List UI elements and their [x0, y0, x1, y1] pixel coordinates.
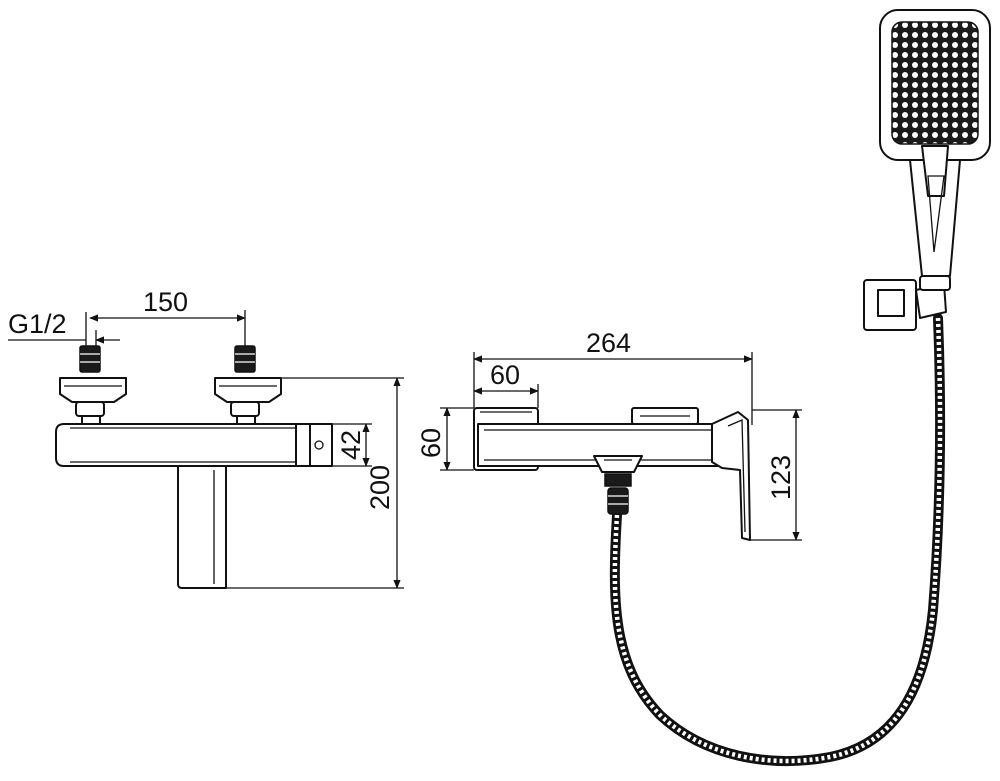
thread-dimension: G1/2 [8, 309, 120, 346]
spout-stem [177, 465, 227, 589]
mixer-body [55, 423, 333, 467]
total-length-label: 264 [586, 328, 631, 358]
front-view: G1/2 150 42 200 [8, 287, 404, 589]
total-length-dimension: 264 [473, 328, 753, 425]
total-height-dimension: 200 [226, 377, 404, 589]
lever-handle [711, 411, 751, 541]
total-height-label: 200 [365, 465, 395, 510]
hose-outlet [593, 455, 643, 515]
side-view: 264 60 60 123 [416, 9, 991, 766]
thread-label: G1/2 [8, 309, 67, 339]
hot-inlet-fitting [59, 345, 127, 427]
body-height-label: 42 [336, 430, 366, 460]
hand-shower [879, 9, 991, 291]
outlet-height-label: 123 [766, 455, 796, 500]
wall-offset-label: 60 [490, 360, 520, 390]
side-height-dimension: 60 [416, 407, 474, 471]
outlet-height-dimension: 123 [750, 409, 802, 541]
wall-offset-dimension: 60 [473, 360, 539, 408]
side-height-label: 60 [416, 428, 446, 458]
shower-holder [863, 279, 947, 331]
body-height-dimension: 42 [332, 423, 372, 467]
shower-hose [609, 313, 946, 766]
inlet-spacing-dimension: 150 [89, 287, 246, 346]
cold-inlet-fitting [214, 345, 282, 427]
inlet-spacing-label: 150 [143, 287, 188, 317]
